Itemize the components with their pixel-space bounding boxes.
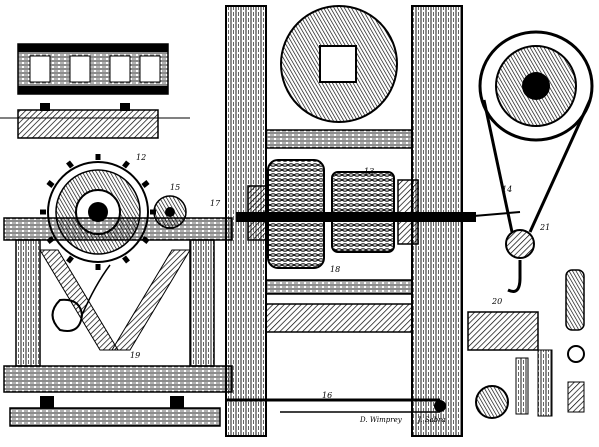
top-left-frame <box>17 43 169 95</box>
spindle <box>226 398 446 413</box>
figure-label: 12 <box>136 153 147 162</box>
pulley-system <box>478 30 594 293</box>
top-left-bar <box>0 103 190 139</box>
figure-label: 13 <box>364 167 375 176</box>
detail-parts <box>467 269 585 419</box>
engraver-signature-left: D. Wimprey <box>360 416 402 424</box>
millstone <box>280 5 398 123</box>
engraver-signature-right: J. Sabra <box>418 416 446 424</box>
bottom-rail <box>9 396 221 427</box>
left-stand <box>3 217 233 393</box>
figure-label: 15 <box>170 183 181 192</box>
figure-label: 20 <box>492 297 503 306</box>
figure-label: 19 <box>130 351 141 360</box>
figure-label: 17 <box>210 199 221 208</box>
figure-label: 16 <box>322 391 333 400</box>
figure-label: 21 <box>540 223 551 232</box>
figure-label: 18 <box>330 265 341 274</box>
drum-assembly <box>236 159 521 269</box>
figure-label: 14 <box>502 185 513 194</box>
